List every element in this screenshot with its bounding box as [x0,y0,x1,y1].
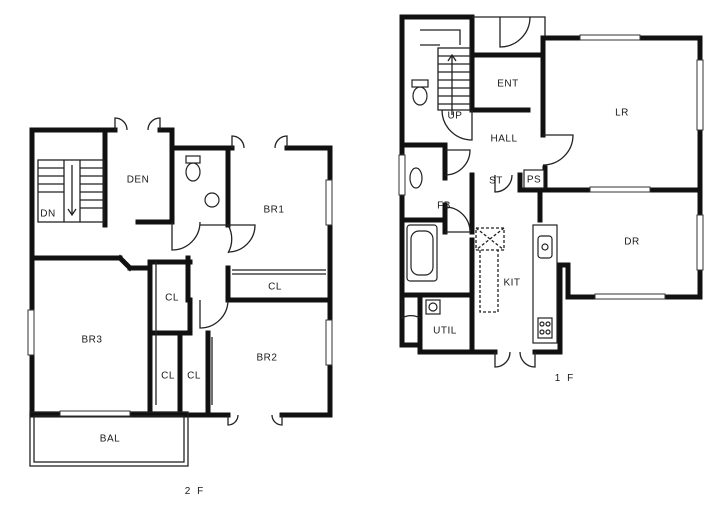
room-label-br2: BR2 [257,353,278,364]
room-label-ent: ENT [497,79,519,90]
first-floor-doors [401,16,574,368]
stove-icon [537,317,553,339]
first-floor-stair [420,29,471,115]
second-floor-interior-walls [29,127,333,413]
stair-label-dn: DN [40,209,55,220]
room-label-lr: LR [615,108,629,119]
washbasin-icon [409,167,423,189]
room-label-ps: PS [527,175,541,186]
second-floor-stair [37,159,105,223]
room-label-cl-br1: CL [268,282,282,293]
first-floor-toilet-icon [412,86,428,106]
floor-label-2f: 2 F [185,486,205,497]
room-label-cl-upper: CL [165,293,179,304]
second-floor-outer-wall [29,127,333,418]
room-label-dr: DR [624,237,639,248]
room-label-kit: KIT [503,278,520,289]
second-floor-toilet-icon [185,162,201,182]
first-floor-plan: ENT UP HALL LR ST PS FB DR KIT UTIL 1 F [398,14,704,384]
room-label-cl-right: CL [187,371,201,382]
room-label-br1: BR1 [264,205,285,216]
room-label-fb: FB [437,201,451,212]
second-floor-plan: DEN DN BR1 CL CL BR3 CL CL BR2 BAL 2 F [27,117,333,497]
floor-label-1f: 1 F [555,373,575,384]
stair-label-up: UP [448,111,463,122]
first-floor-outer-wall [399,14,703,355]
room-label-util: UTIL [433,326,457,337]
room-label-bal: BAL [100,434,120,445]
room-label-hall: HALL [490,134,517,145]
room-label-cl-left: CL [161,371,175,382]
room-label-st: ST [489,176,503,187]
room-label-br3: BR3 [82,335,103,346]
ps-box [523,169,545,189]
room-label-den: DEN [127,175,150,186]
second-floor-sink-icon [204,192,220,208]
second-floor-doors [114,117,288,426]
